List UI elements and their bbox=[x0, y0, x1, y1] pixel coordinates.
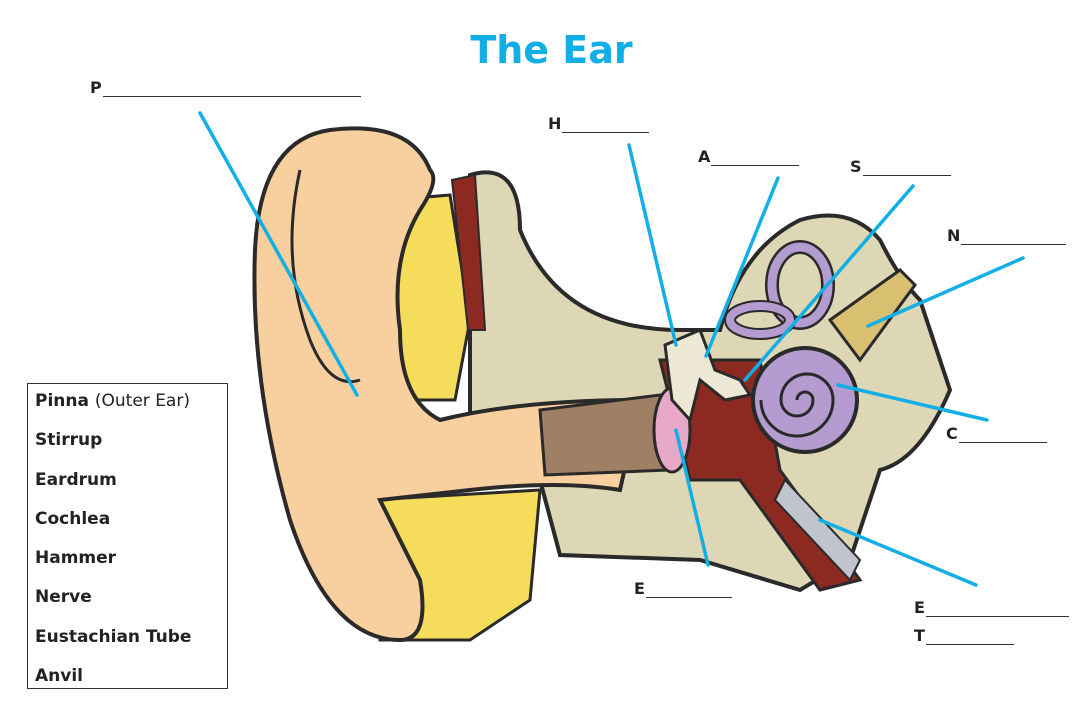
label-h[interactable]: H bbox=[548, 113, 650, 133]
word-bank-item: Eardrum bbox=[35, 469, 117, 490]
leader-line-c bbox=[836, 383, 989, 422]
ear-canal bbox=[538, 393, 672, 477]
leader-line-e2 bbox=[818, 518, 978, 587]
nerve bbox=[827, 268, 917, 363]
leader-line-s bbox=[743, 184, 915, 382]
label-letter: A bbox=[698, 147, 711, 166]
word-bank-item: Pinna (Outer Ear) bbox=[35, 388, 227, 427]
label-letter: H bbox=[548, 114, 562, 133]
label-letter: C bbox=[946, 424, 958, 443]
answer-blank[interactable] bbox=[862, 161, 951, 176]
answer-blank[interactable] bbox=[925, 630, 1014, 645]
pinna-shape bbox=[252, 126, 643, 643]
word-bank-item: Eustachian Tube bbox=[35, 626, 192, 647]
label-letter: P bbox=[90, 78, 102, 97]
word-bank-item: Nerve bbox=[35, 587, 92, 608]
label-e-eardrum[interactable]: E bbox=[634, 578, 732, 598]
leader-line-n bbox=[866, 256, 1025, 328]
label-letter: E bbox=[914, 598, 925, 617]
label-letter: T bbox=[914, 626, 925, 645]
answer-blank[interactable] bbox=[961, 230, 1067, 245]
word-bank-item: Cochlea bbox=[35, 508, 111, 529]
word-bank-item: Anvil bbox=[35, 666, 83, 687]
answer-blank[interactable] bbox=[958, 428, 1047, 443]
label-p[interactable]: P bbox=[90, 77, 361, 97]
label-s[interactable]: S bbox=[850, 156, 951, 176]
pinna-fold bbox=[290, 169, 361, 383]
label-t-tube[interactable]: T bbox=[914, 625, 1014, 645]
word-bank: Pinna (Outer Ear) Stirrup Eardrum Cochle… bbox=[27, 383, 228, 689]
cochlea bbox=[751, 346, 859, 454]
label-letter: N bbox=[947, 226, 961, 245]
label-c[interactable]: C bbox=[946, 423, 1047, 443]
label-n[interactable]: N bbox=[947, 225, 1067, 245]
label-e-eustachian[interactable]: E bbox=[914, 597, 1069, 617]
leader-line-h bbox=[627, 143, 678, 347]
answer-blank[interactable] bbox=[562, 118, 650, 133]
answer-blank[interactable] bbox=[925, 602, 1069, 617]
page-title: The Ear bbox=[470, 28, 633, 72]
label-letter: E bbox=[634, 579, 645, 598]
word: Pinna bbox=[35, 391, 89, 411]
leader-line-a bbox=[704, 176, 780, 358]
word-note: (Outer Ear) bbox=[94, 391, 190, 411]
leader-line-p bbox=[198, 111, 359, 397]
label-a[interactable]: A bbox=[698, 146, 800, 166]
leader-line-e1 bbox=[674, 428, 710, 567]
answer-blank[interactable] bbox=[645, 583, 732, 598]
eustachian-tube bbox=[773, 478, 862, 582]
answer-blank[interactable] bbox=[711, 151, 800, 166]
muscle bbox=[450, 173, 487, 331]
word-bank-item: Stirrup bbox=[35, 430, 103, 451]
word-bank-item: Hammer bbox=[35, 548, 117, 569]
label-letter: S bbox=[850, 157, 862, 176]
answer-blank[interactable] bbox=[102, 82, 361, 97]
